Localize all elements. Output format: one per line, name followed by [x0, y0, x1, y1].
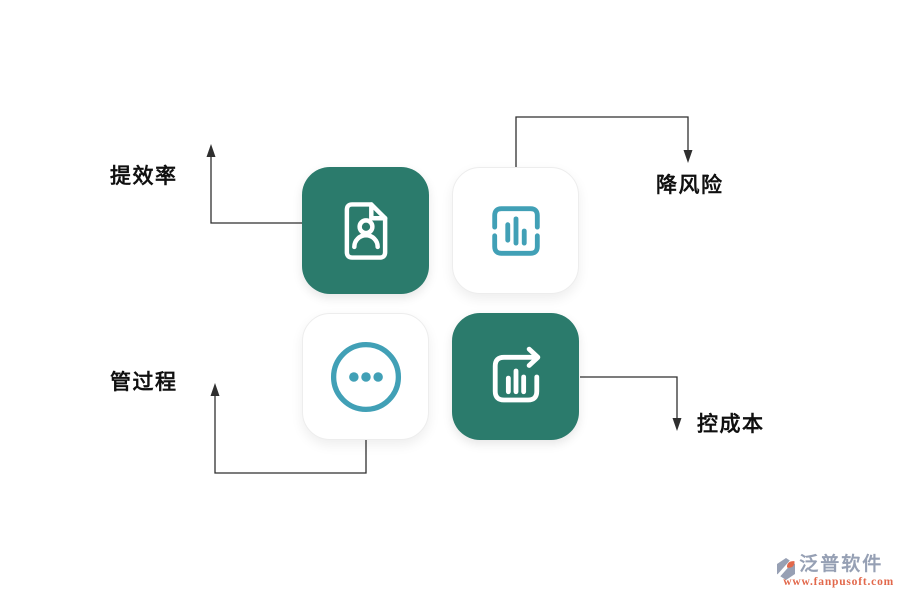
tile-profile-document — [302, 167, 429, 294]
label-process: 管过程 — [110, 370, 178, 394]
connector-risk — [515, 116, 693, 167]
connector-cost — [580, 376, 682, 431]
scan-bar-chart-icon — [491, 205, 540, 256]
label-risk: 降风险 — [656, 173, 724, 197]
fanpu-logo-icon — [775, 558, 796, 580]
ellipsis-circle-icon — [330, 341, 401, 412]
brand-watermark: 泛普软件 www.fanpusoft.com — [775, 554, 894, 589]
label-efficiency: 提效率 — [110, 164, 178, 188]
profile-document-icon — [344, 201, 387, 260]
sync-bar-chart-icon — [492, 346, 540, 402]
connector-efficiency — [206, 144, 302, 224]
label-cost: 控成本 — [697, 412, 765, 436]
brand-name: 泛普软件 — [799, 554, 884, 575]
tile-ellipsis — [302, 313, 429, 440]
tile-sync-chart — [452, 313, 579, 440]
brand-url: www.fanpusoft.com — [783, 576, 894, 588]
tile-scan-chart — [452, 167, 579, 294]
connector-process — [210, 383, 367, 474]
